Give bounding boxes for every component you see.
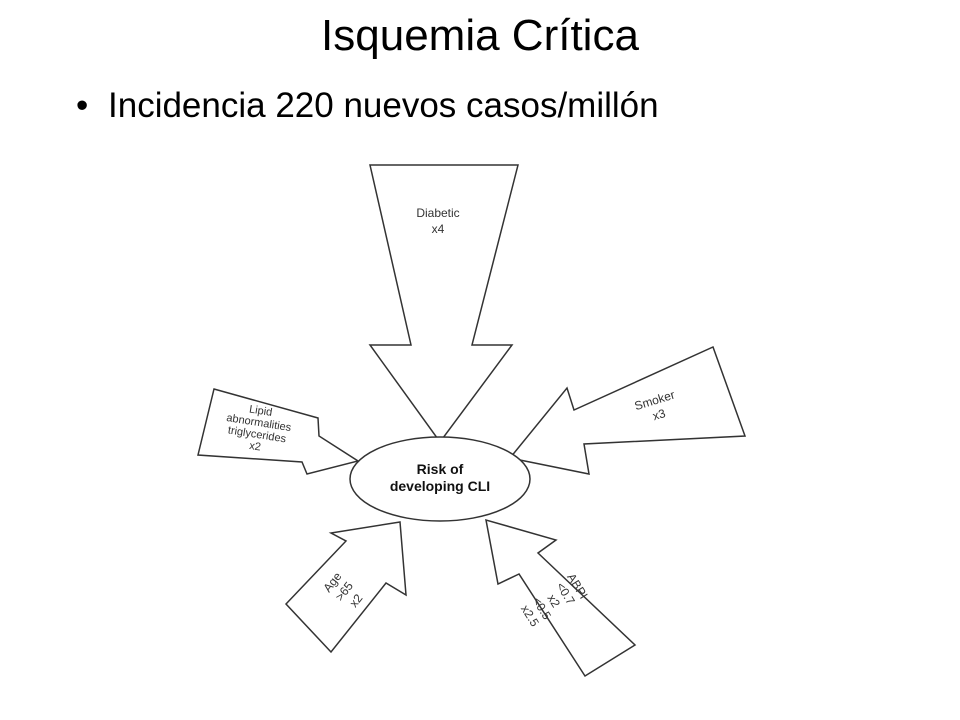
- risk-center-label-2: developing CLI: [390, 478, 490, 494]
- bullet-item: • Incidencia 220 nuevos casos/millón: [76, 78, 659, 134]
- lipid-arrow: [197, 388, 360, 475]
- bullet-dot: •: [76, 86, 89, 125]
- diabetic-label: Diabetic: [416, 206, 459, 220]
- lipid-multiplier: x2: [248, 440, 261, 454]
- diabetic-arrow: [368, 164, 519, 444]
- lipid-label: Lipid: [248, 403, 273, 418]
- risk-center-ellipse: [349, 436, 531, 522]
- age-arrow: [284, 521, 407, 654]
- bullet-text: Incidencia 220 nuevos casos/millón: [108, 86, 659, 125]
- smoker-multiplier: x3: [651, 406, 668, 423]
- diabetic-multiplier: x4: [432, 222, 445, 236]
- risk-center-label: Risk of: [417, 461, 464, 477]
- smoker-arrow: [508, 345, 747, 475]
- abpi-arrow: [485, 518, 637, 678]
- slide-title: Isquemia Crítica: [321, 11, 639, 60]
